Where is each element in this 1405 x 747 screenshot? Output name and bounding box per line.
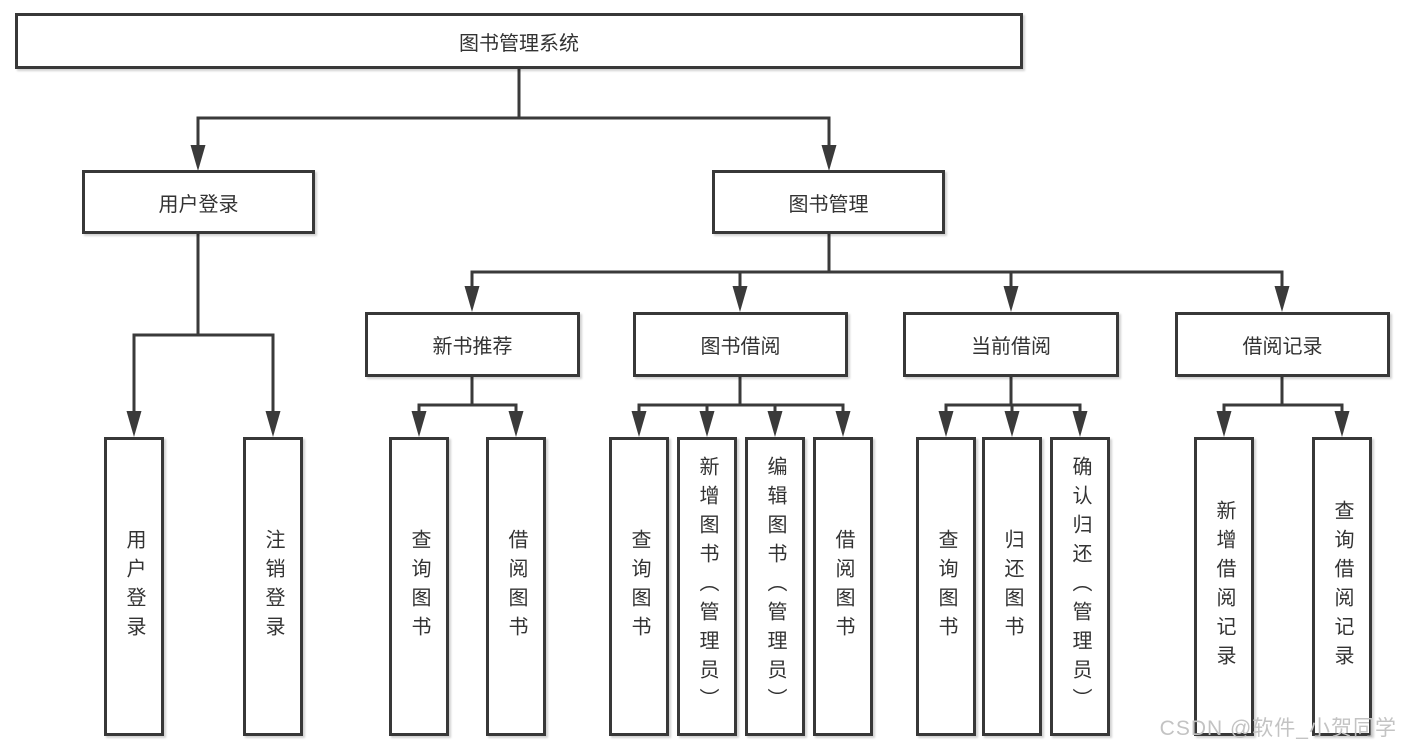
- leaf-query-books-recommend: 查询图书: [389, 437, 449, 736]
- leaf-add-borrow-record: 新增借阅记录: [1194, 437, 1254, 736]
- leaf-query-books-borrow: 查询图书: [609, 437, 669, 736]
- node-borrow-records: 借阅记录: [1175, 312, 1390, 377]
- node-system-root: 图书管理系统: [15, 13, 1023, 69]
- connector-current-borrow-children: [938, 377, 1088, 437]
- connector-user-login-children: [126, 234, 281, 437]
- leaf-add-books-admin: 新增图书（管理员）: [677, 437, 737, 736]
- node-book-borrow: 图书借阅: [633, 312, 848, 377]
- leaf-query-books-current: 查询图书: [916, 437, 976, 736]
- leaf-query-borrow-record: 查询借阅记录: [1312, 437, 1372, 736]
- connector-borrow-records-children: [1216, 377, 1350, 437]
- leaf-return-books: 归还图书: [982, 437, 1042, 736]
- node-book-management: 图书管理: [712, 170, 945, 234]
- connector-root-to-level1: [190, 69, 837, 171]
- node-new-book-recommend: 新书推荐: [365, 312, 580, 377]
- connector-book-borrow-children: [631, 377, 851, 437]
- node-current-borrow: 当前借阅: [903, 312, 1119, 377]
- leaf-edit-books-admin: 编辑图书（管理员）: [745, 437, 805, 736]
- connector-new-book-recommend-children: [411, 377, 524, 437]
- node-user-login: 用户登录: [82, 170, 315, 234]
- leaf-user-login: 用户登录: [104, 437, 164, 736]
- leaf-borrow-books: 借阅图书: [813, 437, 873, 736]
- leaf-confirm-return-admin: 确认归还（管理员）: [1050, 437, 1110, 736]
- leaf-borrow-books-recommend: 借阅图书: [486, 437, 546, 736]
- connector-book-management-to-groups: [464, 234, 1290, 312]
- csdn-watermark: CSDN @软件_小贺同学: [1159, 717, 1397, 740]
- leaf-logout: 注销登录: [243, 437, 303, 736]
